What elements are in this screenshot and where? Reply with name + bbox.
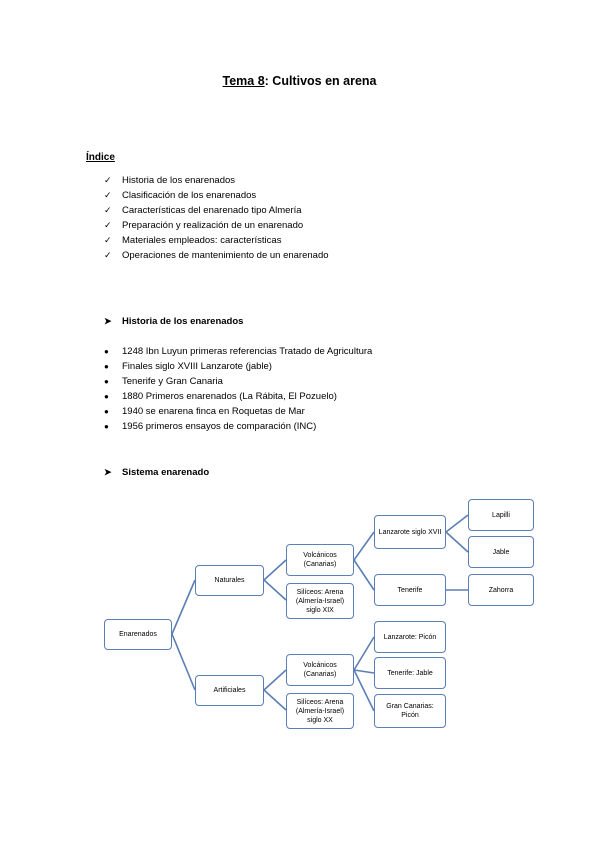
node-jable: Jable xyxy=(468,536,534,568)
checkmark-icon: ✓ xyxy=(104,190,112,200)
node-siliceos-2: Silíceos: Arena (Almería-Israel) siglo X… xyxy=(286,693,354,729)
arrowhead-icon: ➤ xyxy=(104,467,112,477)
index-label: Índice xyxy=(86,152,115,163)
node-lanzarote: Lanzarote siglo XVII xyxy=(374,515,446,549)
page-title: Tema 8: Cultivos en arena xyxy=(0,74,599,88)
checkmark-icon: ✓ xyxy=(104,250,112,260)
node-lapilli: Lapilli xyxy=(468,499,534,531)
node-gran-canarias-picon: Gran Canarias: Picón xyxy=(374,694,446,728)
node-siliceos-1: Silíceos: Arena (Almería-Israel) siglo X… xyxy=(286,583,354,619)
list-item: ●1248 Ibn Luyun primeras referencias Tra… xyxy=(104,346,373,357)
bullet-icon: ● xyxy=(104,407,109,416)
connector-line xyxy=(171,633,196,691)
connector-line xyxy=(263,559,287,581)
bullet-icon: ● xyxy=(104,362,109,371)
node-volcanicos-1: Volcánicos (Canarias) xyxy=(286,544,354,576)
list-item: ✓Preparación y realización de un enarena… xyxy=(104,220,304,231)
connector-line xyxy=(445,514,469,533)
list-item: ●Tenerife y Gran Canaria xyxy=(104,376,223,387)
connector-line xyxy=(171,579,196,635)
node-volcanicos-2: Volcánicos (Canarias) xyxy=(286,654,354,686)
node-naturales: Naturales xyxy=(195,565,264,596)
node-zahorra: Zahorra xyxy=(468,574,534,606)
connector-line xyxy=(263,579,287,601)
connector-line xyxy=(353,636,375,671)
list-item: ●1956 primeros ensayos de comparación (I… xyxy=(104,421,317,432)
system-heading: ➤Sistema enarenado xyxy=(104,467,210,478)
node-lanzarote-picon: Lanzarote: Picón xyxy=(374,621,446,653)
node-tenerife-jable: Tenerife: Jable xyxy=(374,657,446,689)
list-item: ✓Historia de los enarenados xyxy=(104,175,236,186)
connector-line xyxy=(353,559,375,591)
history-list: ●1248 Ibn Luyun primeras referencias Tra… xyxy=(104,344,372,434)
node-enarenados: Enarenados xyxy=(104,619,172,650)
title-prefix: Tema 8 xyxy=(222,74,265,88)
connector-line xyxy=(445,531,469,553)
bullet-icon: ● xyxy=(104,377,109,386)
checkmark-icon: ✓ xyxy=(104,205,112,215)
checkmark-icon: ✓ xyxy=(104,175,112,185)
list-item: ●1940 se enarena finca en Roquetas de Ma… xyxy=(104,406,305,417)
title-rest: : Cultivos en arena xyxy=(264,74,377,88)
node-tenerife: Tenerife xyxy=(374,574,446,606)
connector-line xyxy=(263,669,287,691)
list-item: ●1880 Primeros enarenados (La Rábita, El… xyxy=(104,391,337,402)
bullet-icon: ● xyxy=(104,347,109,356)
arrowhead-icon: ➤ xyxy=(104,316,112,326)
bullet-icon: ● xyxy=(104,392,109,401)
checkmark-icon: ✓ xyxy=(104,235,112,245)
connector-line xyxy=(353,669,375,712)
connector-line xyxy=(263,689,287,711)
checkmark-icon: ✓ xyxy=(104,220,112,230)
list-item: ✓Clasificación de los enarenados xyxy=(104,190,257,201)
list-item: ●Finales siglo XVIII Lanzarote (jable) xyxy=(104,361,272,372)
connector-line xyxy=(353,669,375,674)
list-item: ✓Materiales empleados: características xyxy=(104,235,282,246)
connector-line xyxy=(353,531,375,561)
list-item: ✓Características del enarenado tipo Alme… xyxy=(104,205,302,216)
index-list: ✓Historia de los enarenados ✓Clasificaci… xyxy=(104,173,329,263)
history-heading: ➤Historia de los enarenados xyxy=(104,316,244,327)
list-item: ✓Operaciones de mantenimiento de un enar… xyxy=(104,250,329,261)
bullet-icon: ● xyxy=(104,422,109,431)
node-artificiales: Artificiales xyxy=(195,675,264,706)
